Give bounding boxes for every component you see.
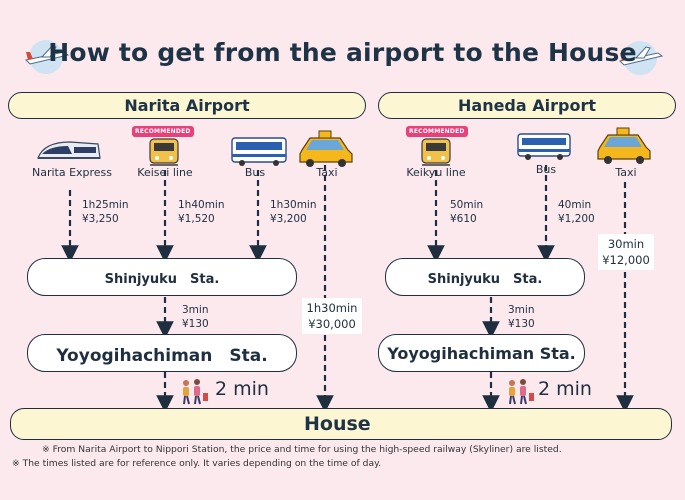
label-haneda-taxi: Taxi — [615, 166, 637, 179]
station-label: Shinjyuku Sta. — [104, 271, 220, 287]
station-shinjyuku-narita: Shinjyuku Sta. — [27, 258, 297, 296]
info-keikyu: 50min ¥610 — [450, 198, 483, 226]
station-shinjyuku-haneda: Shinjyuku Sta. — [385, 258, 585, 296]
recommended-badge-keikyu: RECOMMENDED — [406, 126, 468, 137]
info-narita-leg: 3min ¥130 — [182, 303, 209, 331]
info-narita-taxi: 1h30min ¥30,000 — [302, 298, 362, 334]
station-yoyogihachiman-haneda: Yoyogihachiman Sta. — [378, 334, 585, 372]
info-haneda-leg: 3min ¥130 — [508, 303, 535, 331]
time-text: 40min — [558, 199, 592, 211]
price-text: ¥12,000 — [602, 253, 650, 267]
price-text: ¥3,250 — [82, 213, 119, 225]
price-text: ¥30,000 — [308, 317, 356, 331]
price-text: ¥610 — [450, 213, 477, 225]
house-destination: House — [10, 408, 672, 440]
label-haneda-bus: Bus — [535, 163, 557, 176]
info-keisei: 1h40min ¥1,520 — [178, 198, 225, 226]
label-keikyu-line: Keikyu line — [406, 166, 466, 179]
narita-airport-label: Narita Airport — [124, 96, 250, 115]
info-haneda-taxi: 30min ¥12,000 — [598, 234, 654, 270]
price-text: ¥3,200 — [270, 213, 307, 225]
time-text: 1h40min — [178, 199, 225, 211]
note-times-reference: ※ The times listed are for reference onl… — [12, 458, 382, 469]
time-text: 30min — [607, 237, 645, 251]
recommended-badge-keisei: RECOMMENDED — [132, 126, 194, 137]
time-text: 1h25min — [82, 199, 129, 211]
info-haneda-bus: 40min ¥1,200 — [558, 198, 595, 226]
page-title: How to get from the airport to the House — [48, 38, 637, 67]
narita-airport-header: Narita Airport — [8, 92, 366, 119]
haneda-airport-label: Haneda Airport — [458, 96, 596, 115]
note-skyliner: ※ From Narita Airport to Nippori Station… — [42, 444, 562, 455]
station-label: Shinjyuku Sta. — [427, 271, 543, 287]
price-text: ¥1,520 — [178, 213, 215, 225]
info-narita-bus: 1h30min ¥3,200 — [270, 198, 317, 226]
walk-time-haneda: 2 min — [538, 378, 592, 400]
price-text: ¥130 — [182, 318, 209, 330]
label-narita-express: Narita Express — [31, 166, 113, 179]
price-text: ¥130 — [508, 318, 535, 330]
haneda-airport-header: Haneda Airport — [378, 92, 676, 119]
time-text: 1h30min — [306, 301, 358, 315]
label-narita-taxi: Taxi — [316, 166, 338, 179]
station-label: Yoyogihachiman Sta. — [56, 345, 268, 366]
time-text: 1h30min — [270, 199, 317, 211]
price-text: ¥1,200 — [558, 213, 595, 225]
station-label: Yoyogihachiman Sta. — [387, 343, 576, 363]
house-label: House — [304, 413, 371, 435]
time-text: 50min — [450, 199, 484, 211]
label-keisei-line: Keisei line — [137, 166, 193, 179]
time-text: 3min — [508, 304, 535, 316]
info-narita-express: 1h25min ¥3,250 — [82, 198, 129, 226]
label-narita-bus: Bus — [244, 166, 266, 179]
time-text: 3min — [182, 304, 209, 316]
station-yoyogihachiman-narita: Yoyogihachiman Sta. — [27, 334, 297, 372]
walk-time-narita: 2 min — [215, 378, 269, 400]
